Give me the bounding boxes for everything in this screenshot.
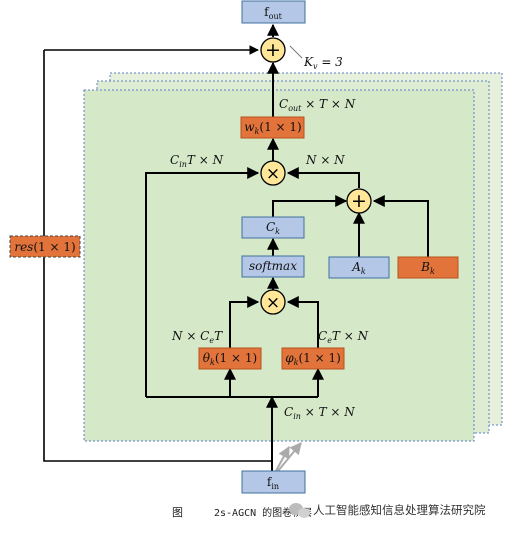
- arrow-add-to-mult: [286, 167, 360, 188]
- arrow-stack-2: [277, 442, 302, 472]
- ak-box: Ak: [328, 256, 390, 279]
- svg-text:+: +: [351, 190, 367, 212]
- add-op-top: +: [260, 37, 286, 63]
- svg-text:Ak: Ak: [351, 260, 366, 276]
- softmax-box: softmax: [241, 255, 305, 278]
- wk-box: wk(1 × 1): [240, 116, 305, 139]
- res-box: res(1 × 1): [9, 235, 81, 258]
- n-ce-t-label: N × CeT: [171, 329, 223, 345]
- kv-label: Kv = 3: [303, 55, 343, 71]
- svg-text:+: +: [265, 39, 281, 61]
- cin-t-n-top-label: CinT × N: [170, 153, 224, 169]
- arrow-bk-to-add: [372, 195, 429, 257]
- watermark-text: 人工智能感知信息处理算法研究院: [313, 503, 486, 517]
- kv-leader: [289, 45, 303, 59]
- line-residual-bottom: [43, 50, 272, 462]
- svg-text:φk(1 × 1): φk(1 × 1): [285, 351, 341, 367]
- arrow-theta-to-mult: [229, 296, 260, 348]
- wechat-icon: [289, 503, 310, 518]
- theta-box: θk(1 × 1): [198, 347, 262, 370]
- bk-box: Bk: [397, 256, 459, 279]
- ck-box: Ck: [241, 216, 305, 239]
- svg-text:×: ×: [266, 164, 280, 184]
- svg-text:res(1 × 1): res(1 × 1): [14, 240, 75, 254]
- svg-text:Ck: Ck: [266, 220, 280, 236]
- add-op-mid: +: [346, 188, 372, 214]
- svg-text:softmax: softmax: [249, 259, 297, 273]
- caption-fig: 图: [172, 506, 183, 519]
- arrow-stack-1: [275, 445, 290, 472]
- svg-text:θk(1 × 1): θk(1 × 1): [203, 351, 257, 367]
- svg-text:fout: fout: [264, 5, 282, 21]
- arrow-ck-to-add: [272, 195, 348, 217]
- arrow-cin-to-mult: [145, 167, 260, 397]
- f-in-box: fin: [241, 470, 306, 494]
- mult-op-bottom: ×: [260, 289, 286, 315]
- watermark: 人工智能感知信息处理算法研究院: [289, 503, 486, 518]
- ce-t-n-label: CeT × N: [318, 329, 369, 345]
- mult-op-top: ×: [260, 160, 286, 186]
- arrow-phi-to-mult: [286, 296, 319, 348]
- n-n-label: N × N: [305, 153, 345, 167]
- cin-t-n-bottom-label: Cin × T × N: [284, 405, 355, 421]
- connections: [43, 23, 429, 471]
- cout-t-n-label: Cout × T × N: [279, 97, 356, 113]
- f-out-box: fout: [241, 0, 306, 24]
- svg-text:wk(1 × 1): wk(1 × 1): [244, 120, 301, 136]
- svg-text:×: ×: [266, 293, 280, 313]
- phi-box: φk(1 × 1): [281, 347, 345, 370]
- caption-title: 2s-AGCN 的图卷积层: [214, 506, 312, 519]
- svg-text:Bk: Bk: [420, 260, 435, 276]
- svg-text:fin: fin: [267, 475, 279, 491]
